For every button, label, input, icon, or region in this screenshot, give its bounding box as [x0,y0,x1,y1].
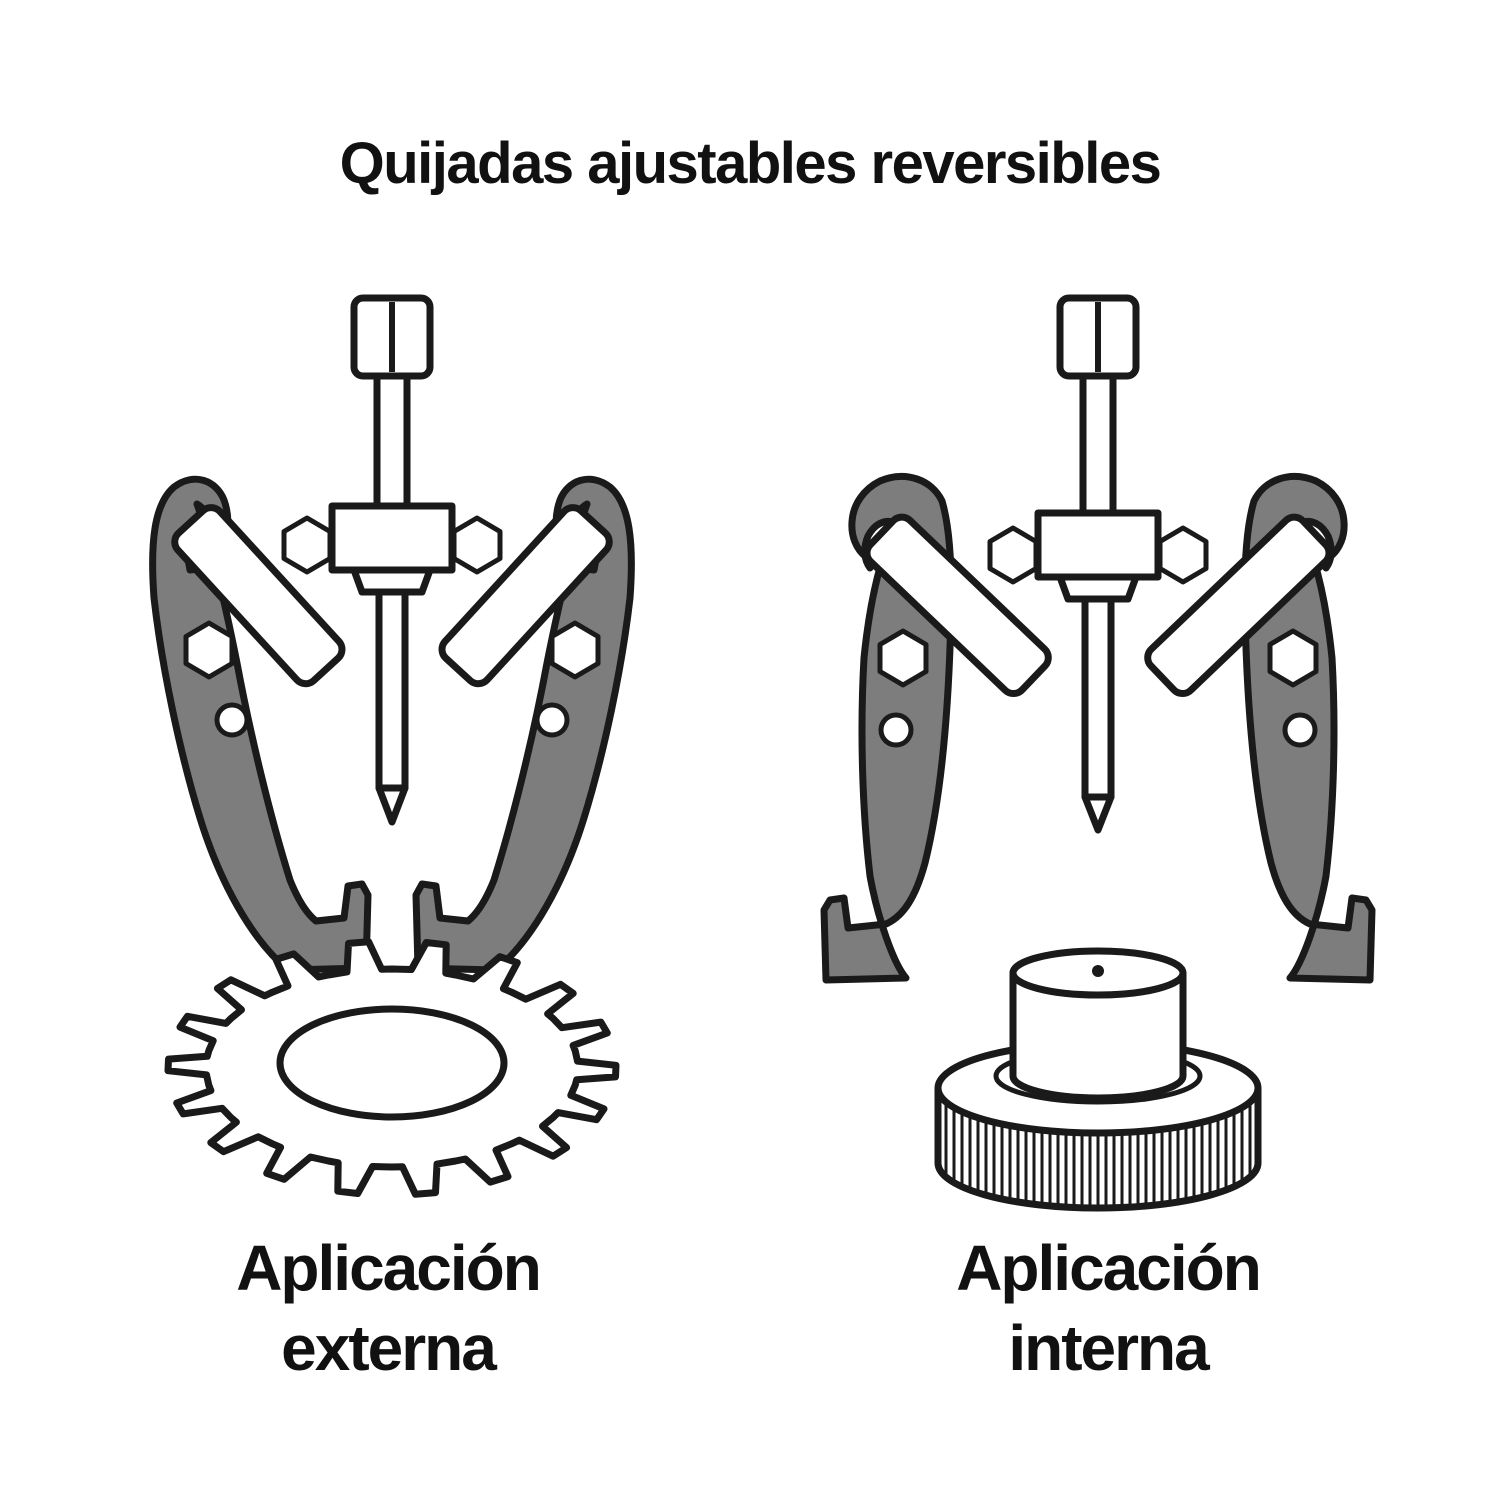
hex-nut [1160,528,1206,582]
jaw-pivot-hole [878,712,914,748]
screw-tip [375,784,409,826]
external-caption: Aplicación externa [88,1228,688,1388]
puller-arm-left [171,504,346,688]
pulley-icon [934,947,1262,1212]
hub-center-hole [1092,965,1104,977]
hex-nut [552,623,598,677]
page-title: Quijadas ajustables reversibles [339,131,1162,196]
internal-caption-line1: Aplicación [956,1232,1262,1304]
internal-caption-line2: interna [1008,1312,1209,1384]
hex-nut [454,518,500,572]
screw-shaft-upper [373,372,411,512]
puller-crossbar [1034,509,1162,581]
hex-nut [990,528,1036,582]
puller-arm-left [863,513,1052,698]
internal-jaw-right [1245,476,1372,980]
external-caption-line2: externa [281,1312,497,1384]
puller-crossbar [328,502,456,574]
jaw-pivot-hole [214,702,250,738]
internal-caption: Aplicación interna [808,1228,1408,1388]
gear-icon [164,938,620,1198]
crossbar-flange [350,566,434,596]
hex-nut [186,623,232,677]
internal-puller-figure [808,294,1408,1212]
gear-bore [276,1005,508,1121]
crossbar-flange [1056,573,1140,603]
hub-body [1009,969,1187,1102]
hex-nut [284,518,330,572]
external-jaw-right [416,479,631,970]
hex-nut [1270,631,1316,685]
screw-tip [1081,793,1115,834]
screw-shaft-lower [1081,595,1115,801]
hex-nut [880,631,926,685]
external-puller-figure [92,294,692,1198]
external-caption-line1: Aplicación [236,1232,542,1304]
puller-arm-right [438,504,613,688]
puller-arm-right [1144,513,1333,698]
knurl-texture [944,1102,1252,1208]
internal-jaw-left [824,476,951,980]
screw-shaft-upper [1079,372,1117,519]
external-jaw-left [153,479,368,970]
screw-shaft-lower [375,588,409,792]
